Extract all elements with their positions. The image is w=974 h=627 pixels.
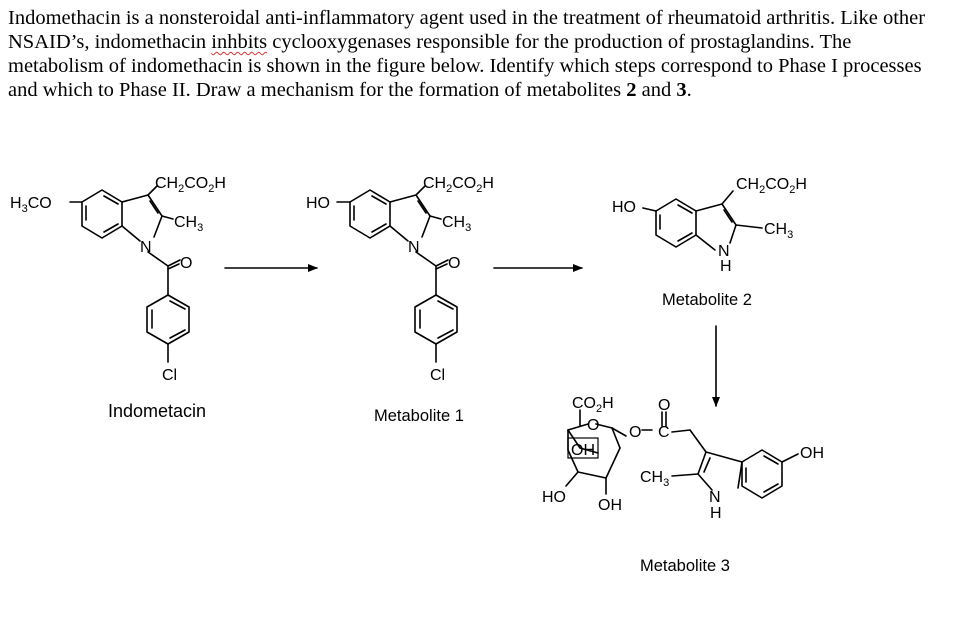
indomethacin-chlorine-label: Cl (162, 367, 177, 384)
metabolite-1-ch2co2h-label: CH2CO2H (423, 175, 494, 195)
metabolite-3-ring-oxygen-label: O (587, 417, 599, 434)
metabolite-1-pyrrole-ring (389, 194, 431, 217)
and-word: and (636, 79, 677, 101)
metabolite-3-caption: Metabolite 3 (640, 557, 730, 575)
question-paragraph: Indomethacin is a nonsteroidal anti-infl… (8, 6, 948, 102)
metabolite-1-benzene-ring (349, 189, 391, 239)
metabolite-3-carbonyl-oxygen-label: O (658, 397, 670, 414)
indomethacin-chlorophenyl-ring (146, 294, 190, 345)
metabolite-1-structure: CH2CO2H CH3 HO N O Cl Metabolite 1 (306, 175, 494, 425)
metabolite-3-sugar-ring (567, 429, 599, 454)
indomethacin-ch2co2h-label: CH2CO2H (155, 175, 226, 195)
indomethacin-nitrogen-label: N (140, 239, 152, 256)
indomethacin-carbonyl-oxygen-label: O (180, 255, 192, 272)
indomethacin-h3co-label: H3CO (10, 195, 52, 215)
metabolite-1-nitrogen-label: N (408, 239, 420, 256)
misspelled-word: inhbits (211, 31, 268, 53)
metabolite-3-hydrogen-label: H (710, 505, 722, 522)
metabolite-2-benzene-ring (655, 198, 697, 248)
metabolite-3-carbonyl-carbon-label: C (658, 424, 670, 441)
metabolite-2-nitrogen-label: N (718, 243, 730, 260)
metabolite-3-phenol-hydroxyl-label: OH (800, 445, 824, 462)
metabolite-3-hydroxyl-label: OH (571, 442, 595, 459)
indomethacin-structure: CH2CO2H CH3 H3CO N O Cl Indometacin (10, 175, 226, 421)
metabolite-3-nitrogen-label: N (709, 489, 721, 506)
metabolite-3-lower-hydroxyl-label: OH (598, 497, 622, 514)
metabolite-3-pyrrole-ring (705, 451, 743, 489)
metabolite-1-chlorophenyl-ring (414, 294, 458, 345)
indomethacin-benzene-ring (81, 189, 123, 239)
metabolite-1-carbonyl-oxygen-label: O (448, 255, 460, 272)
metabolite-2-caption: Metabolite 2 (662, 291, 752, 309)
metabolite-2-pyrrole-ring (695, 203, 737, 226)
metabolite-3-ref: 3 (676, 79, 687, 101)
metabolite-1-ch3-label: CH3 (442, 214, 471, 234)
metabolite-2-ref: 2 (626, 79, 637, 101)
metabolite-3-hydroxyl-box (567, 437, 599, 459)
metabolite-1-caption: Metabolite 1 (374, 407, 464, 425)
indomethacin-pyrrole-ring (121, 194, 163, 217)
question-part1: Indomethacin is a nonsteroidal anti-infl… (8, 7, 926, 53)
metabolite-1-chlorine-label: Cl (430, 367, 445, 384)
metabolite-3-ho-label: HO (542, 489, 566, 506)
indomethacin-ch3-label: CH3 (174, 214, 203, 234)
question-text: Indomethacin is a nonsteroidal anti-infl… (8, 6, 948, 102)
metabolite-3-benzene-ring (741, 449, 783, 499)
metabolite-2-ch2co2h-label: CH2CO2H (736, 176, 807, 196)
metabolite-1-ho-label: HO (306, 195, 330, 212)
question-period: . (686, 79, 692, 101)
question-part2: cyclooxygenases responsible for the prod… (8, 31, 922, 101)
metabolite-2-hydrogen-label: H (720, 258, 732, 275)
metabolite-3-ester-oxygen-label: O (629, 424, 641, 441)
metabolite-3-ch3-label: CH3 (640, 469, 669, 489)
metabolite-2-ho-label: HO (612, 199, 636, 216)
indomethacin-caption: Indometacin (108, 401, 206, 421)
metabolite-3-carboxyl-label: CO2H (572, 395, 614, 415)
metabolite-2-ch3-label: CH3 (764, 221, 793, 241)
metabolite-3-structure: CO2H O OH HO OH O C O CH3 N H OH Metabol… (542, 395, 824, 575)
metabolite-2-structure: CH2CO2H CH3 HO N H Metabolite 2 (612, 176, 807, 309)
